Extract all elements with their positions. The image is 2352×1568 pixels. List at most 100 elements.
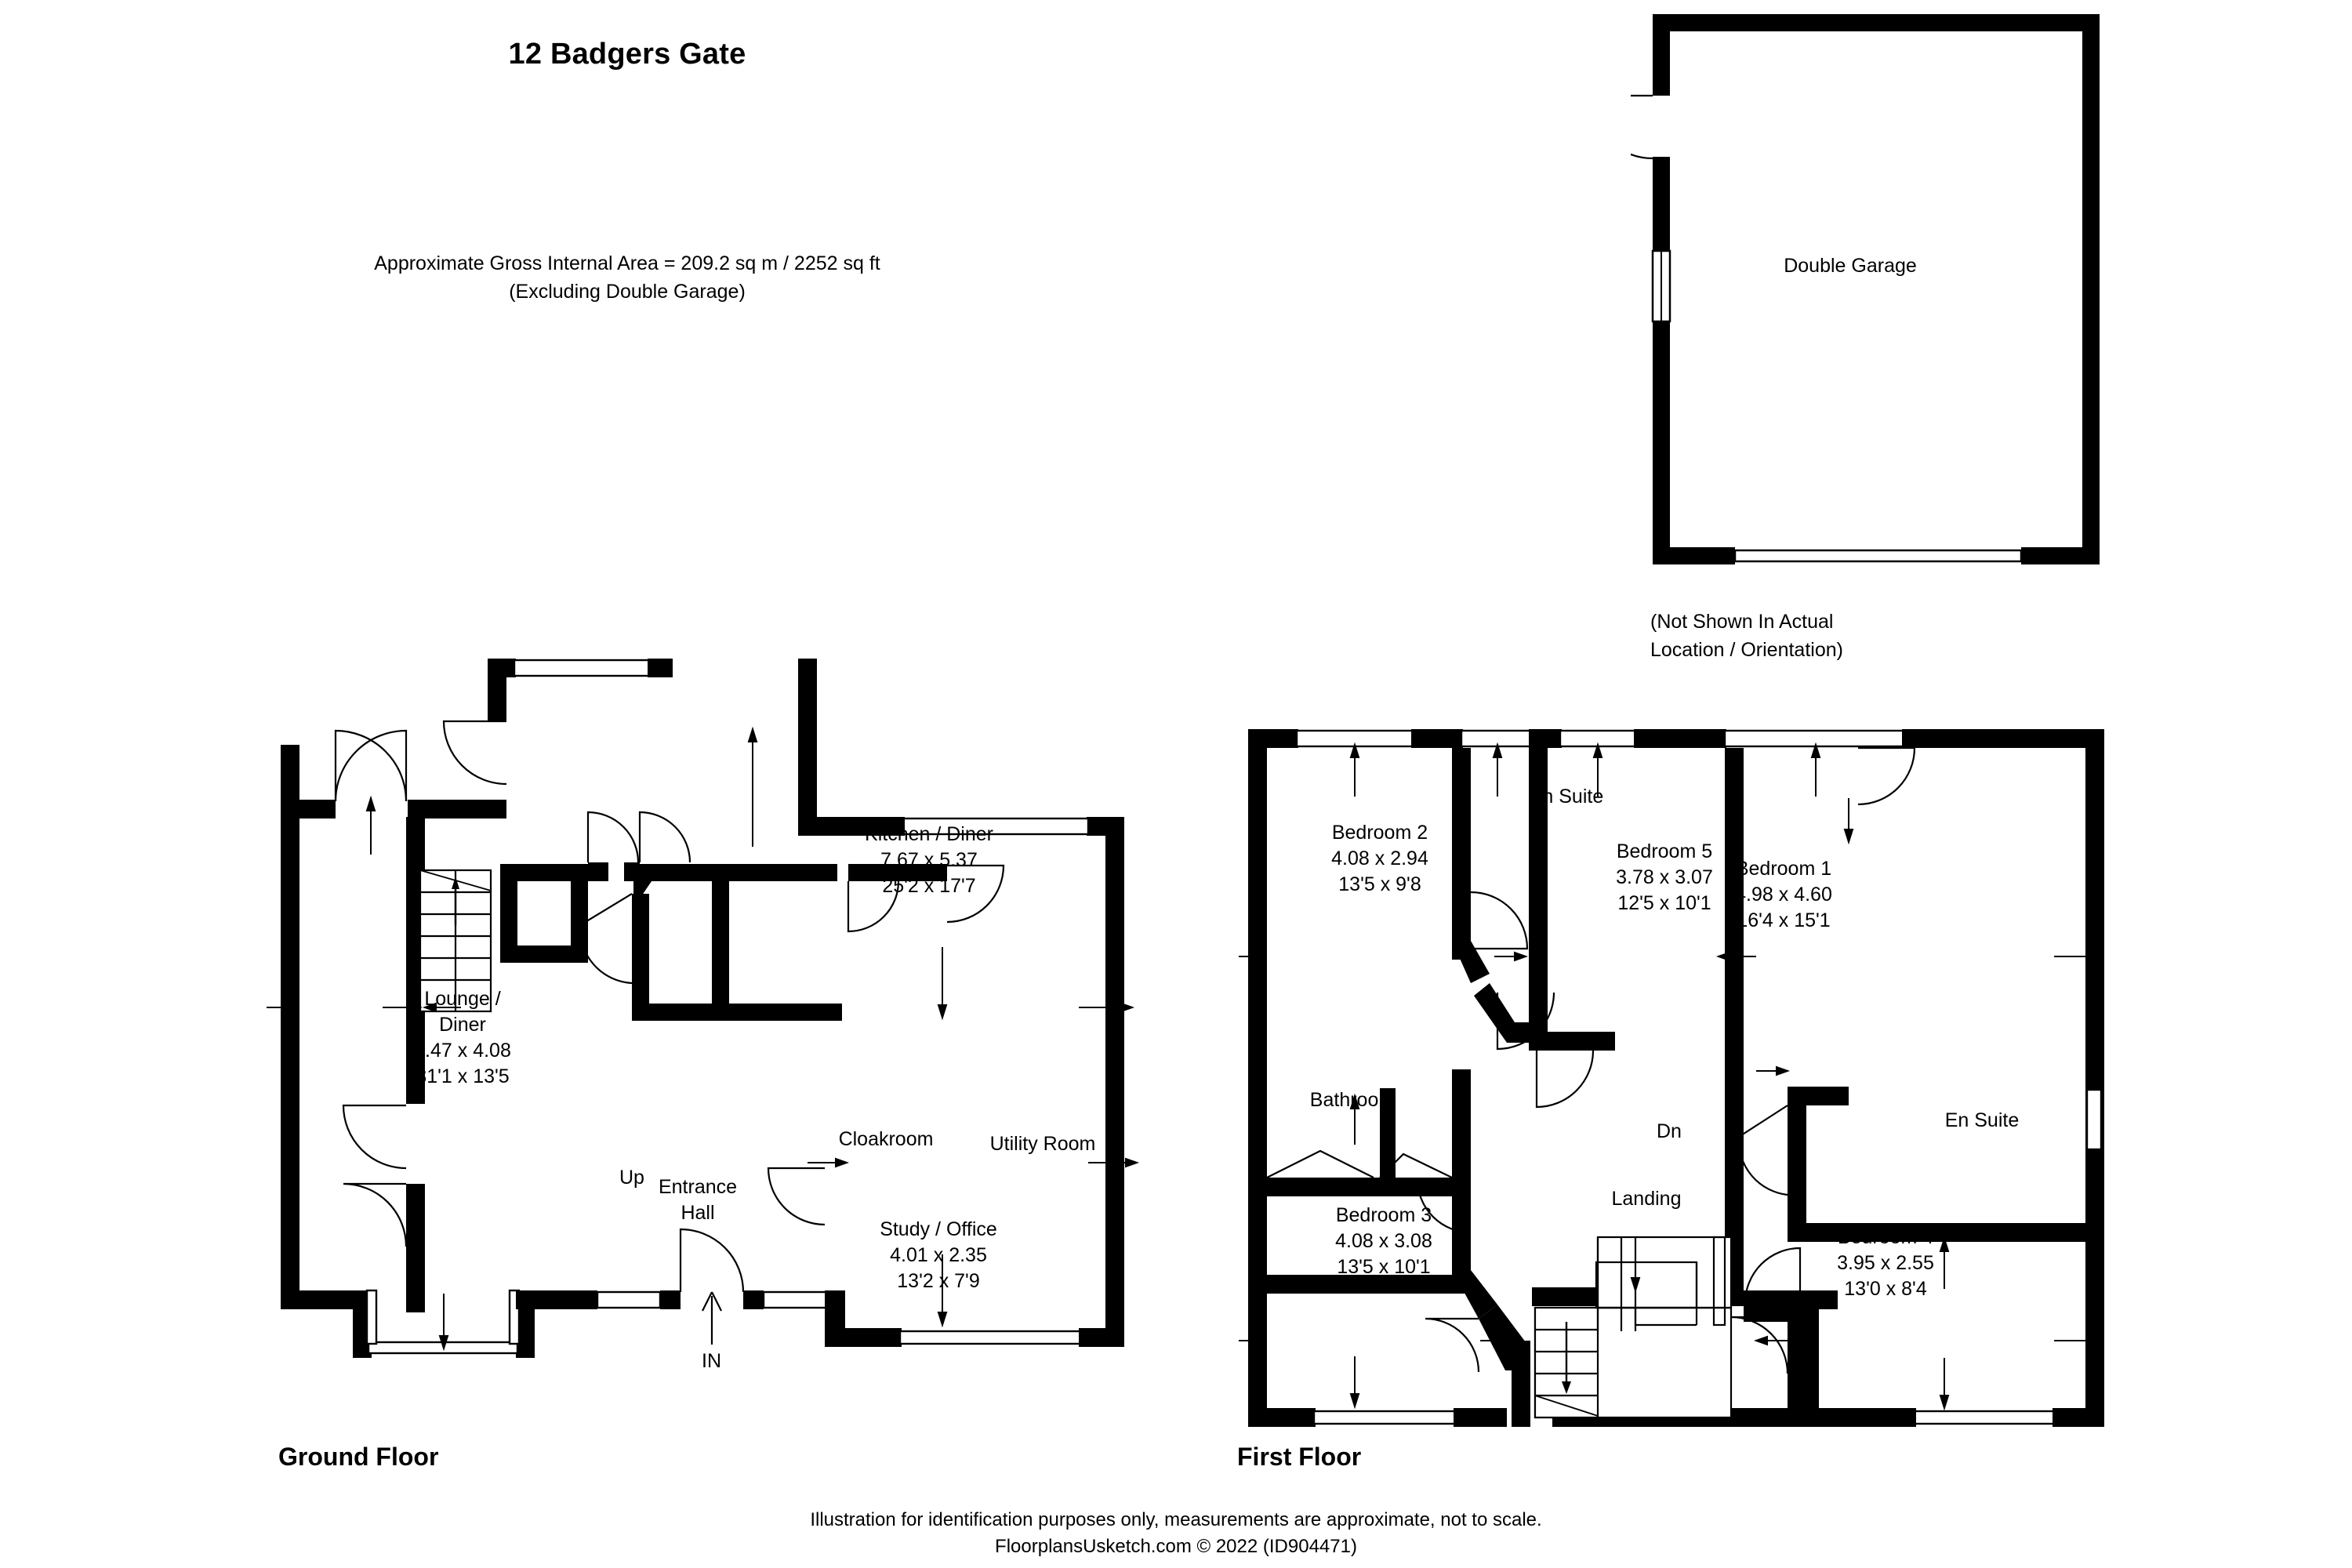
ff-wall-ensuite-right: [1529, 748, 1548, 1051]
bedroom-5-imperial: 12'5 x 10'1: [1617, 892, 1711, 914]
gross-internal-area-note: Approximate Gross Internal Area = 209.2 …: [0, 249, 1254, 306]
bedroom-5-name: Bedroom 5: [1616, 840, 1713, 862]
ff-wall-bottom-b: [1454, 1408, 1507, 1427]
ff-bedroom3-door: [1425, 1317, 1480, 1373]
room-label-en-suite-2: En Suite: [1911, 1108, 2053, 1134]
gf-wall-study-left: [825, 1290, 845, 1347]
gf-front-door: [679, 1228, 745, 1293]
garage-wall-left-mid: [1653, 157, 1670, 251]
ff-window-right: [2085, 1088, 2103, 1151]
room-label-utility: Utility Room: [964, 1131, 1121, 1157]
gf-wall-lounge-top-right: [408, 800, 506, 818]
ff-wall-ensuite2-b: [1788, 1223, 2104, 1242]
ff-wall-right: [2085, 729, 2104, 1427]
gf-dimension-arrows: [267, 726, 1139, 1352]
ff-bedroom5-door: [1535, 1050, 1595, 1109]
room-label-bedroom-4: Bedroom 4 3.95 x 2.55 13'0 x 8'4: [1795, 1225, 1976, 1302]
room-label-kitchen-diner: Kitchen / Diner 7.67 x 5.37 25'2 x 17'7: [815, 822, 1043, 899]
gf-bay-window-left-jamb: [365, 1289, 378, 1345]
bedroom-3-metric: 4.08 x 3.08: [1335, 1230, 1432, 1252]
gf-staircase: [419, 869, 492, 1013]
lounge-diner-name: Lounge /: [424, 988, 501, 1010]
ff-wall-bottom-a: [1248, 1408, 1316, 1427]
footer-line-2: FloorplansUsketch.com © 2022 (ID904471): [995, 1536, 1357, 1557]
footer-line-1: Illustration for identification purposes…: [810, 1509, 1542, 1530]
room-label-entrance-hall: Entrance Hall: [619, 1174, 776, 1226]
bedroom-5-metric: 3.78 x 3.07: [1616, 866, 1713, 888]
room-label-bedroom-2: Bedroom 2 4.08 x 2.94 13'5 x 9'8: [1286, 820, 1474, 898]
ff-wall-ensuite2-lv: [1788, 1105, 1806, 1223]
room-label-bedroom-3: Bedroom 3 4.08 x 3.08 13'5 x 10'1: [1294, 1203, 1474, 1280]
ff-wardrobe-right: [1379, 1152, 1453, 1178]
ff-wall-b3-splay: [1452, 1270, 1497, 1319]
lounge-diner-metric: 9.47 x 4.08: [414, 1040, 511, 1062]
garage-note-line-2: Location / Orientation): [1650, 639, 1843, 661]
ff-stairs-main: [1534, 1236, 1733, 1419]
ff-wall-left: [1248, 729, 1267, 1427]
ff-wall-ensuite-bottom: [1529, 1032, 1615, 1051]
gf-wall-kitchen-proj-top-right: [648, 659, 673, 677]
stair-up-label: Up: [619, 1167, 644, 1189]
area-line-2: (Excluding Double Garage): [509, 281, 746, 303]
garage-wall-bottom-right: [2021, 547, 2100, 564]
study-office-metric: 4.01 x 2.35: [890, 1244, 987, 1266]
lounge-diner-imperial: 31'1 x 13'5: [416, 1065, 510, 1087]
cloakroom-name: Cloakroom: [838, 1128, 934, 1150]
ff-wall-ensuite2-l: [1788, 1317, 1806, 1427]
bedroom-3-imperial: 13'5 x 10'1: [1337, 1256, 1431, 1278]
gf-wall-lounge-hall: [406, 1184, 425, 1312]
garage-wall-top: [1653, 14, 2100, 31]
garage-door-swing-arc: [1631, 94, 1653, 160]
ff-wall-top-a: [1248, 729, 1298, 748]
ff-window-top-4: [1723, 729, 1905, 748]
ff-wall-closet-div: [1380, 1088, 1396, 1179]
gf-door-swings: [334, 720, 1005, 1293]
landing-name: Landing: [1611, 1188, 1682, 1210]
gf-wall-entry-pier-2: [743, 1290, 764, 1309]
gf-kitchen-window-top: [513, 659, 651, 677]
ff-wall-bathroom-top: [1248, 1178, 1471, 1196]
bedroom-1-name: Bedroom 1: [1735, 858, 1832, 880]
ff-wall-notch-a: [1788, 1087, 1849, 1105]
room-label-lounge-diner: Lounge / Diner 9.47 x 4.08 31'1 x 13'5: [357, 986, 568, 1090]
gf-wall-cloak-top: [633, 864, 837, 881]
ff-wall-b5-right: [1725, 748, 1744, 1297]
ff-window-bottom-2: [1911, 1410, 2056, 1425]
gf-wall-entry-pier: [660, 1290, 681, 1309]
ff-wall-top-d: [1634, 729, 1726, 748]
gf-bay-wall-bottom-left: [353, 1339, 370, 1358]
gf-entry-window-right: [762, 1290, 828, 1309]
gf-stair-wall-bottom: [500, 946, 588, 963]
ff-bedroom1-door: [1744, 1247, 1802, 1304]
bedroom-2-metric: 4.08 x 2.94: [1331, 848, 1428, 869]
study-office-imperial: 13'2 x 7'9: [897, 1270, 980, 1292]
room-label-bedroom-1: Bedroom 1 4.98 x 4.60 16'4 x 15'1: [1693, 856, 1874, 934]
room-label-bathroom: Bathroom: [1274, 1087, 1431, 1113]
ground-floor-plan: [267, 659, 1139, 1358]
bedroom-1-metric: 4.98 x 4.60: [1735, 884, 1832, 906]
first-floor-title: First Floor: [1237, 1443, 1362, 1471]
bedroom-4-imperial: 13'0 x 8'4: [1844, 1278, 1927, 1300]
ff-bathroom-door: [1416, 1178, 1472, 1234]
gf-wall-utility-bottom: [729, 1004, 842, 1021]
gf-wall-bottom-mid: [516, 1290, 597, 1309]
garage-location-note: (Not Shown In Actual Location / Orientat…: [1650, 608, 1843, 664]
garage-wall-right: [2082, 14, 2100, 563]
gf-wall-right: [1105, 817, 1124, 1347]
room-label-en-suite-1: En Suite: [1496, 784, 1637, 810]
bedroom-2-name: Bedroom 2: [1331, 822, 1428, 844]
gf-wall-utility-top: [848, 864, 947, 881]
gf-wall-pier-stair-top: [588, 862, 608, 881]
area-line-1: Approximate Gross Internal Area = 209.2 …: [374, 252, 880, 274]
ff-wall-b2-ensuite-splay: [1452, 941, 1490, 983]
room-label-cloakroom: Cloakroom: [811, 1127, 960, 1152]
gf-wall-pier-stair-top2: [624, 862, 640, 881]
entrance-hall-name-2: Hall: [681, 1202, 715, 1224]
ff-wall-b3-landing-v: [1512, 1341, 1530, 1427]
kitchen-diner-imperial: 25'2 x 17'7: [882, 875, 976, 897]
kitchen-diner-name: Kitchen / Diner: [865, 823, 993, 845]
gf-lounge-kitchen-door: [342, 1104, 407, 1170]
gf-utility-door: [847, 880, 900, 933]
gf-wall-top-right-a: [1087, 817, 1124, 836]
ff-bedroom2-door: [1496, 992, 1555, 1051]
